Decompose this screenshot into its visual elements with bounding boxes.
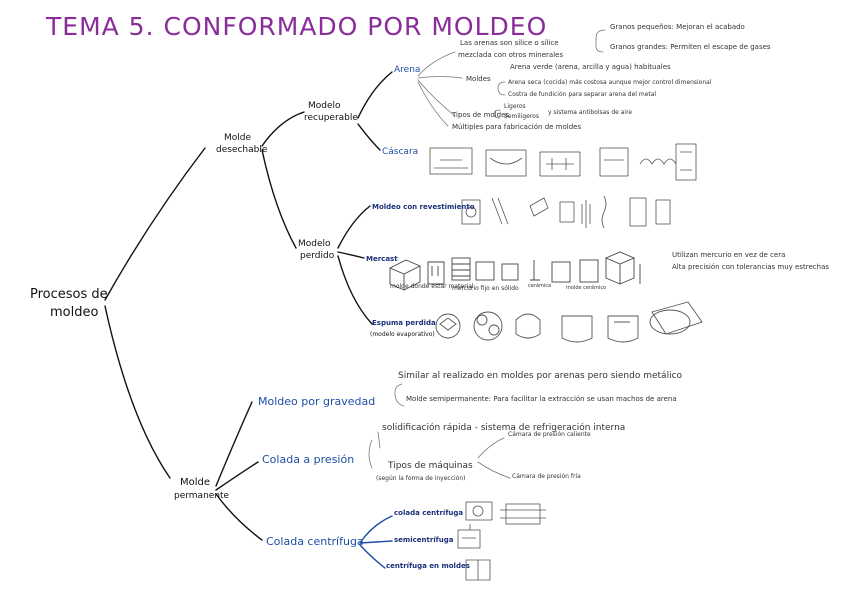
molde-desechable-line1: Molde bbox=[224, 134, 251, 143]
arena-node: Arena bbox=[394, 66, 420, 75]
modelo-recuperable-line1: Modelo bbox=[308, 102, 341, 111]
arena-note-4: Granos grandes: Permiten el escape de ga… bbox=[610, 44, 771, 51]
mercast-note-c: cerámica bbox=[528, 284, 551, 289]
arena-note-11: Semiligeros bbox=[504, 114, 539, 120]
moldeo-revestimiento-node: Moldeo con revestimiento bbox=[372, 204, 475, 211]
arena-note-5: Arena verde (arena, arcilla y agua) habi… bbox=[510, 64, 671, 71]
gravedad-note-b: Molde semipermanente: Para facilitar la … bbox=[406, 396, 677, 403]
arena-note-8: Costra de fundición para separar arena d… bbox=[508, 92, 656, 98]
root-node-line2: moldeo bbox=[50, 306, 98, 319]
gravedad-note-a: Similar al realizado en moldes por arena… bbox=[398, 372, 682, 381]
modelo-perdido-line2: perdido bbox=[300, 252, 334, 261]
molde-desechable-line2: desechable bbox=[216, 146, 267, 155]
arena-note-1: Las arenas son sílice o sílice bbox=[460, 40, 559, 47]
molde-permanente-line2: permanente bbox=[174, 492, 229, 501]
arena-note-3: Granos pequeños: Mejoran el acabado bbox=[610, 24, 745, 31]
arena-note-13: Múltiples para fabricación de moldes bbox=[452, 124, 581, 131]
modelo-perdido-line1: Modelo bbox=[298, 240, 331, 249]
arena-note-6: Moldes bbox=[466, 76, 491, 83]
centrifuga-sub-colada: colada centrífuga bbox=[394, 510, 463, 517]
molde-permanente-line1: Molde bbox=[180, 478, 210, 488]
arena-note-9: Tipos de moldes bbox=[452, 112, 509, 119]
root-node-line1: Procesos de bbox=[30, 288, 108, 301]
mercast-note-e: Utilizan mercurio en vez de cera bbox=[672, 252, 785, 259]
mercast-note-d: molde cerámico bbox=[566, 286, 606, 291]
presion-note-d: Cámara de presión caliente bbox=[508, 432, 591, 438]
arena-note-12: y sistema antibolsas de aire bbox=[548, 110, 632, 116]
presion-note-b: Tipos de máquinas bbox=[388, 462, 473, 471]
colada-centrifuga-node: Colada centrífuga bbox=[266, 536, 364, 547]
cascara-node: Cáscara bbox=[382, 148, 418, 157]
espuma-perdida-line1: Espuma perdida bbox=[372, 320, 436, 327]
arena-note-10: Ligeros bbox=[504, 104, 526, 110]
moldeo-gravedad-node: Moldeo por gravedad bbox=[258, 396, 375, 407]
espuma-perdida-line2: (modelo evaporativo) bbox=[370, 332, 435, 338]
presion-note-c: (según la forma de inyección) bbox=[376, 476, 466, 482]
arena-note-2: mezclada con otros minerales bbox=[458, 52, 563, 59]
colada-presion-node: Colada a presión bbox=[262, 454, 354, 465]
mercast-node: Mercast bbox=[366, 256, 398, 263]
arena-note-7: Arena seca (cocida) más costosa aunque m… bbox=[508, 80, 711, 86]
modelo-recuperable-line2: recuperable bbox=[304, 114, 358, 123]
presion-note-e: Cámara de presión fría bbox=[512, 474, 581, 480]
mercast-note-b: mercurio fijo en sólido bbox=[452, 286, 519, 292]
centrifuga-sub-semi: semicentrífuga bbox=[394, 537, 453, 544]
centrifuga-sub-moldes: centrífuga en moldes bbox=[386, 563, 470, 570]
page-title: TEMA 5. CONFORMADO POR MOLDEO bbox=[46, 14, 547, 39]
mercast-note-f: Alta precisión con tolerancias muy estre… bbox=[672, 264, 829, 271]
